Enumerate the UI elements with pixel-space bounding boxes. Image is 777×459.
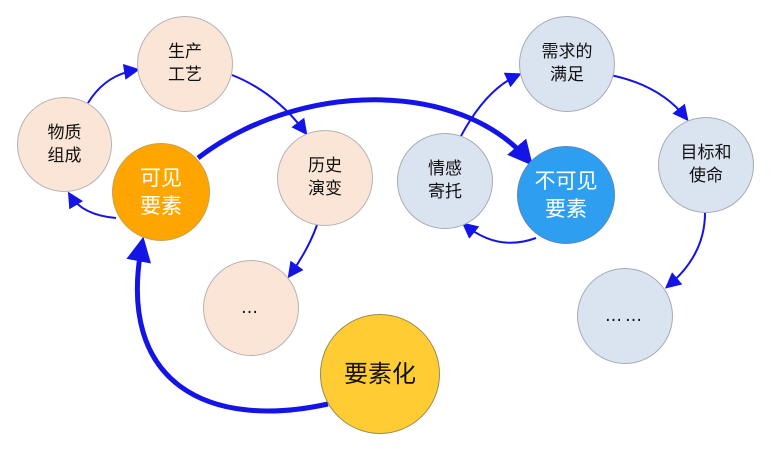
node-right-ellipsis: …… bbox=[577, 268, 673, 364]
node-qinggan-jituo: 情感 寄托 bbox=[397, 133, 493, 229]
arrow-kejian-to-bukejian bbox=[196, 97, 533, 166]
node-lishi-yanbian: 历史 演变 bbox=[277, 130, 373, 226]
node-wuzhi-zucheng: 物质 组成 bbox=[17, 97, 112, 192]
node-left-ellipsis: … bbox=[203, 260, 299, 356]
arrow-kejian-to-wuzhi bbox=[67, 191, 117, 219]
node-yaosuhua: 要素化 bbox=[320, 314, 440, 434]
arrow-yaosuhua-to-kejian bbox=[126, 236, 329, 414]
node-mubiao-shiming: 目标和 使命 bbox=[658, 117, 754, 213]
node-kejian-yaosu: 可见 要素 bbox=[112, 143, 210, 241]
arrow-lishi-to-ellipsis bbox=[287, 224, 318, 279]
arrow-shengchan-to-lishi bbox=[231, 74, 308, 136]
arrow-qinggan-to-xuqiu bbox=[459, 72, 522, 139]
node-xuqiu-manzu: 需求的 满足 bbox=[519, 16, 615, 112]
node-bukejian-yaosu: 不可见 要素 bbox=[517, 146, 615, 244]
node-shengchan-gongyi: 生产 工艺 bbox=[137, 16, 233, 112]
arrow-xuqiu-to-mubiao bbox=[609, 74, 689, 122]
arrow-mubiao-to-ellipsis bbox=[664, 212, 706, 289]
arrow-bukejian-to-qinggan bbox=[461, 222, 537, 244]
arrow-wuzhi-to-shengchan bbox=[87, 64, 140, 104]
